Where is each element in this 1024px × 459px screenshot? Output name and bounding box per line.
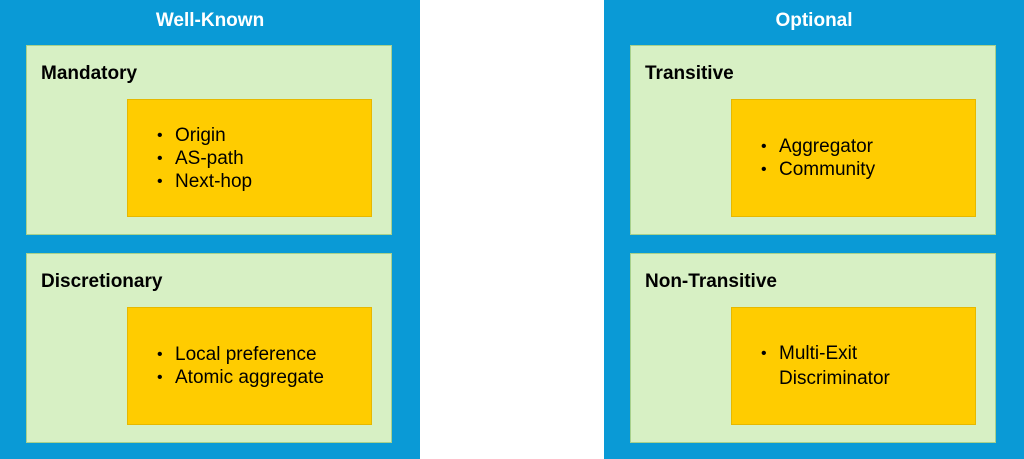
attribute-list: Aggregator Community bbox=[732, 135, 875, 181]
mandatory-group: Mandatory Origin AS-path Next-hop bbox=[26, 45, 392, 235]
attribute-item: Multi-Exit Discriminator bbox=[761, 342, 890, 390]
non-transitive-group: Non-Transitive Multi-Exit Discriminator bbox=[630, 253, 996, 443]
attribute-box: Multi-Exit Discriminator bbox=[731, 307, 976, 425]
attribute-box: Origin AS-path Next-hop bbox=[127, 99, 372, 217]
attribute-item-line: Discriminator bbox=[779, 368, 890, 389]
attribute-item: Community bbox=[761, 158, 875, 181]
transitive-group: Transitive Aggregator Community bbox=[630, 45, 996, 235]
attribute-list: Local preference Atomic aggregate bbox=[128, 343, 324, 389]
group-title: Transitive bbox=[645, 63, 734, 84]
attribute-box: Aggregator Community bbox=[731, 99, 976, 217]
attribute-item: Local preference bbox=[157, 343, 324, 366]
attribute-list: Origin AS-path Next-hop bbox=[128, 124, 252, 193]
group-title: Discretionary bbox=[41, 271, 163, 292]
attribute-list: Multi-Exit Discriminator bbox=[732, 342, 890, 390]
attribute-item: AS-path bbox=[157, 147, 252, 170]
attribute-box: Local preference Atomic aggregate bbox=[127, 307, 372, 425]
attribute-item: Aggregator bbox=[761, 135, 875, 158]
attribute-item: Atomic aggregate bbox=[157, 366, 324, 389]
optional-panel: Optional Transitive Aggregator Community… bbox=[604, 0, 1024, 459]
discretionary-group: Discretionary Local preference Atomic ag… bbox=[26, 253, 392, 443]
attribute-item: Origin bbox=[157, 124, 252, 147]
well-known-panel: Well-Known Mandatory Origin AS-path Next… bbox=[0, 0, 420, 459]
group-title: Mandatory bbox=[41, 63, 138, 84]
attribute-item-line: Multi-Exit bbox=[779, 343, 858, 364]
panel-title: Well-Known bbox=[155, 10, 265, 31]
group-title: Non-Transitive bbox=[645, 271, 777, 292]
panel-title: Optional bbox=[775, 10, 853, 31]
attribute-item: Next-hop bbox=[157, 170, 252, 193]
